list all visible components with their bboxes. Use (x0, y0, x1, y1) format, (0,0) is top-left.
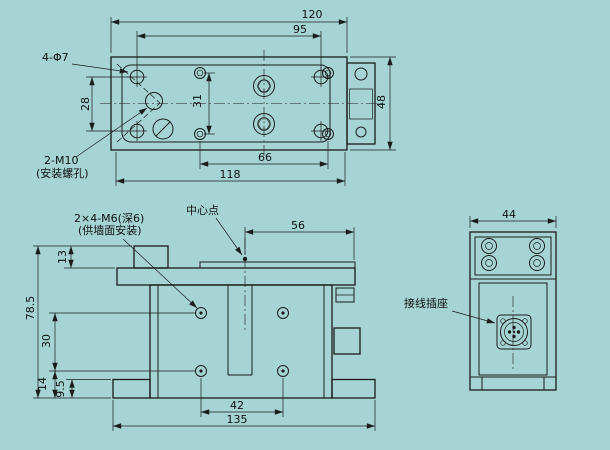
m6-holes (195, 307, 289, 377)
connector-pin (512, 330, 516, 334)
dim-78-5-label: 78.5 (24, 296, 37, 321)
cable-gland (333, 327, 361, 355)
top-plate (199, 261, 356, 269)
dim-13: 13 (33, 245, 132, 269)
dim-48: 48 (350, 56, 396, 151)
connector-leader (451, 310, 496, 324)
connector-flange (496, 314, 532, 350)
side-view-outline (469, 231, 557, 391)
top-view: 120 95 28 31 48 66 1 (36, 8, 396, 186)
end-block-hole-top (354, 67, 368, 81)
wall-holes-label: 2×4-M6(深6) (74, 212, 144, 225)
mount-holes-leader (75, 107, 148, 158)
front-view: 56 13 78.5 30 14 9.5 42 (24, 204, 376, 431)
left-block (133, 245, 169, 269)
dim-78-5: 78.5 (24, 246, 111, 399)
dim-66-label: 66 (258, 151, 272, 164)
dim-95-label: 95 (293, 23, 307, 36)
screw-slot (155, 121, 171, 137)
top-view-end-block (346, 62, 376, 145)
m6-hole (195, 307, 207, 319)
dim-31-label: 31 (191, 94, 204, 108)
dim-120: 120 (110, 8, 348, 53)
dim-135: 135 (112, 400, 376, 431)
connector-pin (516, 330, 521, 334)
connector-pin (512, 325, 516, 330)
dim-31: 31 (191, 72, 215, 135)
dim-30: 30 (40, 312, 195, 372)
dim-120-label: 120 (302, 8, 323, 21)
dim-28-label: 28 (79, 97, 92, 111)
dim-28: 28 (79, 76, 129, 132)
dim-118-label: 118 (220, 168, 241, 181)
m10-hole (145, 92, 163, 110)
dim-13-label: 13 (56, 250, 69, 264)
dim-66: 66 (199, 141, 329, 169)
side-view: 44 接线插座 (404, 208, 557, 391)
dim-9-5-label: 9.5 (54, 380, 67, 398)
center-point-leader (215, 217, 243, 256)
m6-hole (277, 307, 289, 319)
dim-118: 118 (115, 152, 346, 186)
dim-56: 56 (244, 219, 355, 260)
dim-42: 42 (200, 378, 284, 417)
connector-socket (496, 314, 532, 350)
end-block-hole-bottom (355, 126, 367, 138)
wall-holes-leader (122, 238, 198, 309)
dim-9-5: 9.5 (54, 379, 111, 398)
mount-holes-label: 2-M10 (44, 154, 78, 167)
m10-screw (152, 118, 174, 140)
dim-56-label: 56 (291, 219, 305, 232)
center-point-label: 中心点 (186, 204, 219, 217)
dim-44-label: 44 (502, 208, 516, 221)
body-outline (149, 284, 333, 399)
base-tab-left (112, 378, 151, 399)
connector-label: 接线插座 (404, 296, 448, 310)
m6-hole (277, 365, 289, 377)
dim-30-label: 30 (40, 334, 53, 348)
dim-48-label: 48 (375, 95, 388, 109)
dim-14: 14 (36, 371, 58, 398)
dim-44: 44 (469, 208, 557, 228)
side-body-inner (478, 282, 548, 376)
m6-hole (195, 365, 207, 377)
center-socket-screws (253, 75, 275, 135)
cable-gland-knurl (349, 88, 373, 120)
dim-135-label: 135 (227, 413, 248, 426)
corner-holes-leader (71, 63, 129, 74)
center-point-dot (242, 256, 248, 262)
top-view-inner-outline (121, 64, 331, 143)
dim-42-label: 42 (230, 399, 244, 412)
base-tab-right (331, 378, 376, 399)
connector-pin (507, 330, 512, 334)
dim-14-label: 14 (36, 377, 49, 391)
side-bolts (481, 238, 545, 271)
corner-holes-label: 4-Φ7 (42, 51, 69, 64)
m10-holes (145, 92, 174, 140)
wall-holes-note: (供墙面安装) (78, 223, 142, 237)
mount-holes-note: (安装螺孔) (36, 166, 89, 180)
connector-barrel (500, 318, 528, 346)
dim-95: 95 (136, 23, 322, 68)
side-top-block (474, 236, 552, 276)
